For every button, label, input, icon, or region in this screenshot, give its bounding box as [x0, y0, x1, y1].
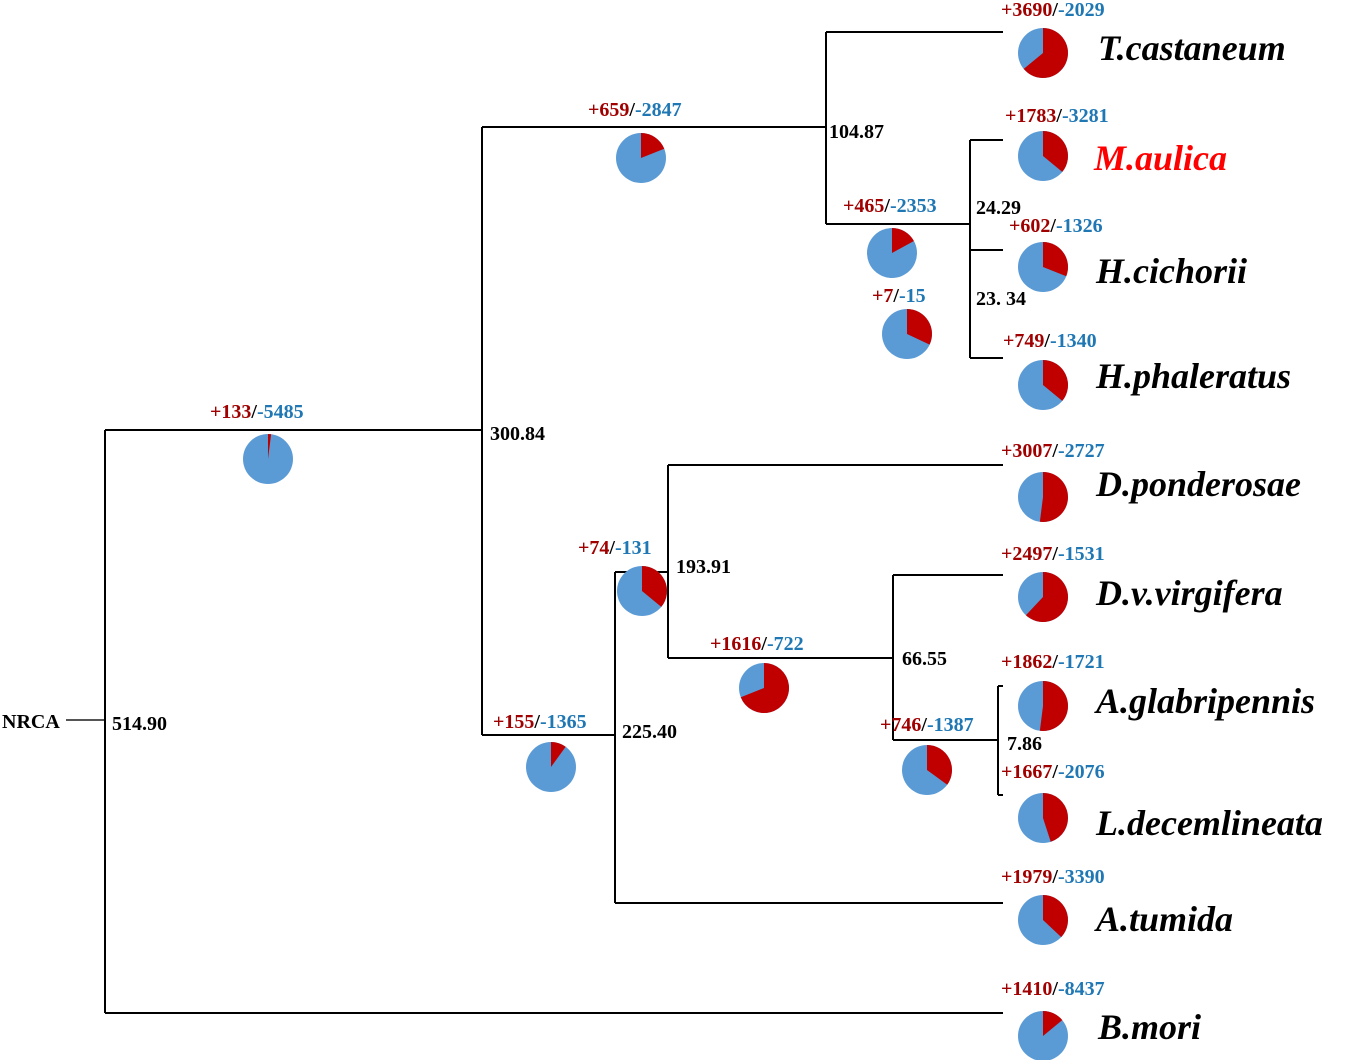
pie-charts: [243, 28, 1069, 1060]
pie-dvir: [1018, 572, 1068, 622]
count-hcic: +602/-1326: [1009, 215, 1103, 237]
age-193: 193.91: [676, 556, 731, 578]
pie-ldec-expansion-slice: [1043, 793, 1068, 842]
pie-hcic: [1018, 242, 1068, 292]
count-n225: +155/-1365: [493, 711, 587, 733]
count-n23: +7/-15: [872, 285, 926, 307]
pie-n23-expansion-slice: [907, 309, 932, 345]
count-n66: +1616/-722: [710, 633, 804, 655]
taxon-maul: M.aulica: [1093, 138, 1227, 178]
pie-maul-expansion-slice: [1043, 131, 1068, 172]
pie-tcas-expansion-slice: [1023, 28, 1068, 78]
pie-hpha-expansion-slice: [1043, 360, 1068, 401]
pie-n7: [902, 745, 952, 795]
pie-n23: [882, 309, 932, 359]
pie-n300-expansion-slice: [268, 434, 272, 459]
pie-dpon-expansion-slice: [1039, 471, 1069, 522]
pie-n66-expansion-slice: [740, 663, 789, 713]
age-7: 7.86: [1007, 733, 1042, 755]
count-dpon: +3007/-2727: [1001, 440, 1105, 462]
taxon-dpon: D.ponderosae: [1095, 464, 1301, 504]
count-bmor: +1410/-8437: [1001, 978, 1105, 1000]
count-n104: +659/-2847: [588, 99, 682, 121]
age-23: 23. 34: [976, 288, 1026, 310]
pie-maul: [1018, 131, 1068, 181]
branch-193: [667, 464, 1003, 659]
age-66: 66.55: [902, 648, 947, 670]
pie-agla: [1018, 681, 1069, 732]
pie-n24-expansion-slice: [892, 228, 914, 253]
pie-ldec: [1018, 793, 1068, 843]
pie-n66: [739, 663, 789, 713]
tree-branches: [66, 31, 1003, 1014]
pie-atum: [1018, 895, 1068, 945]
pie-agla-expansion-slice: [1039, 681, 1069, 732]
pie-n104-expansion-slice: [641, 133, 665, 158]
age-225: 225.40: [622, 721, 677, 743]
pie-atum-expansion-slice: [1043, 895, 1068, 938]
count-ldec: +1667/-2076: [1001, 761, 1105, 783]
pie-bmor: [1018, 1011, 1068, 1060]
count-n300: +133/-5485: [210, 401, 304, 423]
pie-hpha: [1018, 360, 1068, 410]
age-300: 300.84: [490, 423, 545, 445]
count-hpha: +749/-1340: [1003, 330, 1097, 352]
root-label: NRCA: [2, 711, 60, 733]
branch-300: [481, 126, 826, 736]
tip-counts: +3690/-2029 +1783/-3281 +602/-1326 +749/…: [1001, 0, 1109, 1000]
branch-24: [969, 139, 1003, 359]
pie-dvir-expansion-slice: [1025, 572, 1068, 622]
branch-7: [997, 685, 1003, 796]
branch-root: [104, 429, 1003, 1014]
count-n193: +74/-131: [578, 537, 652, 559]
count-atum: +1979/-3390: [1001, 866, 1105, 888]
branch-104: [825, 31, 1003, 225]
taxon-hpha: H.phaleratus: [1095, 356, 1291, 396]
age-root: 514.90: [112, 713, 167, 735]
pie-dpon: [1018, 471, 1069, 522]
count-agla: +1862/-1721: [1001, 651, 1105, 673]
internal-counts: +133/-5485 +659/-2847 +465/-2353 +7/-15 …: [210, 99, 974, 736]
count-tcas: +3690/-2029: [1001, 0, 1105, 21]
pie-n225: [526, 742, 576, 792]
taxon-ldec: L.decemlineata: [1095, 803, 1323, 843]
taxon-tcas: T.castaneum: [1098, 28, 1286, 68]
pie-n24: [867, 228, 917, 278]
count-n24: +465/-2353: [843, 195, 937, 217]
pie-n193: [617, 566, 667, 616]
age-24: 24.29: [976, 197, 1021, 219]
pie-n193-expansion-slice: [642, 566, 667, 607]
node-ages: 514.90 300.84 104.87 24.29 23. 34 225.40…: [112, 121, 1042, 755]
taxon-hcic: H.cichorii: [1095, 251, 1247, 291]
count-maul: +1783/-3281: [1005, 105, 1109, 127]
pie-n225-expansion-slice: [551, 742, 566, 767]
taxon-names: T.castaneum M.aulica H.cichorii H.phaler…: [1093, 28, 1323, 1047]
pie-n7-expansion-slice: [927, 745, 952, 785]
pie-n104: [616, 133, 666, 183]
count-dvir: +2497/-1531: [1001, 543, 1105, 565]
count-n7: +746/-1387: [880, 714, 974, 736]
pie-tcas: [1018, 28, 1068, 78]
taxon-agla: A.glabripennis: [1094, 681, 1315, 721]
pie-hcic-expansion-slice: [1043, 242, 1068, 277]
age-104: 104.87: [829, 121, 884, 143]
pie-n300: [243, 434, 293, 484]
taxon-dvir: D.v.virgifera: [1095, 573, 1283, 613]
taxon-bmor: B.mori: [1097, 1007, 1201, 1047]
taxon-atum: A.tumida: [1094, 899, 1233, 939]
branch-66: [892, 574, 1003, 741]
pie-bmor-expansion-slice: [1043, 1011, 1063, 1036]
